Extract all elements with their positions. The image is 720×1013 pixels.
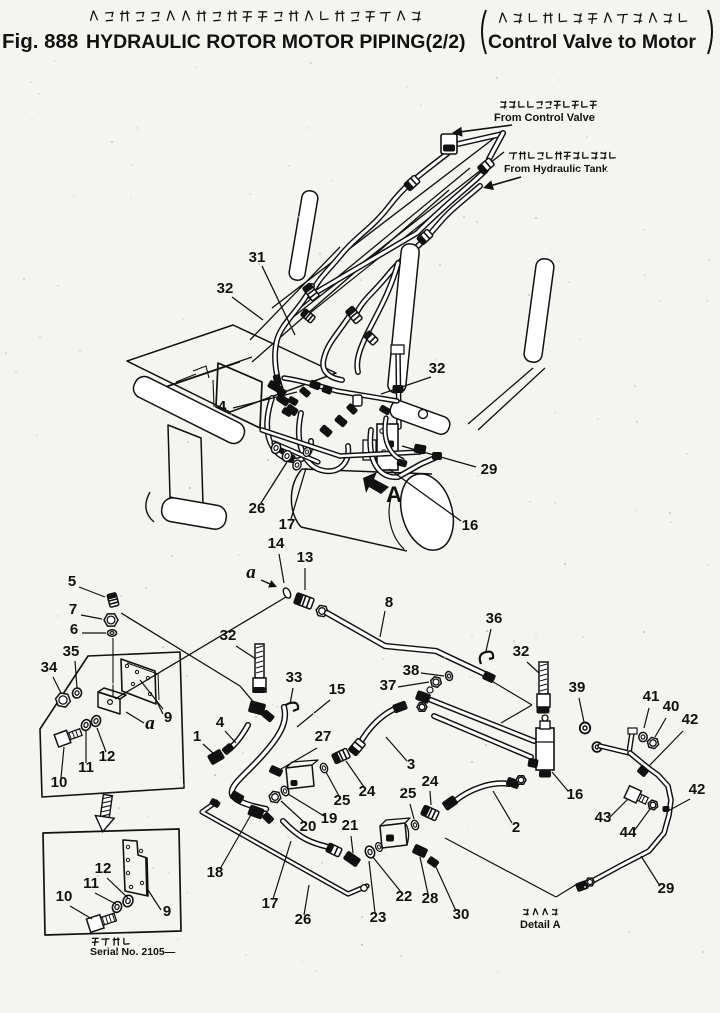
svg-text:41: 41 (643, 688, 660, 705)
svg-text:From Hydraulic Tank: From Hydraulic Tank (504, 163, 608, 175)
svg-text:26: 26 (295, 911, 312, 928)
svg-text:19: 19 (321, 810, 338, 827)
svg-text:22: 22 (396, 888, 413, 905)
svg-text:12: 12 (95, 860, 112, 877)
svg-text:24: 24 (422, 773, 439, 790)
svg-text:32: 32 (429, 360, 446, 377)
svg-text:23: 23 (370, 909, 387, 926)
svg-text:11: 11 (83, 875, 99, 892)
svg-text:39: 39 (569, 679, 586, 696)
svg-text:14: 14 (268, 535, 285, 552)
svg-text:15: 15 (329, 681, 346, 698)
svg-text:32: 32 (513, 643, 530, 660)
svg-text:5: 5 (68, 573, 76, 590)
svg-text:43: 43 (595, 809, 612, 826)
svg-text:31: 31 (249, 249, 266, 266)
svg-text:42: 42 (689, 781, 706, 798)
svg-text:29: 29 (658, 880, 675, 897)
svg-text:a: a (246, 562, 256, 583)
svg-text:Serial No. 2105—: Serial No. 2105— (90, 946, 176, 958)
svg-text:From Control Valve: From Control Valve (494, 112, 595, 124)
svg-text:1: 1 (193, 728, 201, 745)
svg-text:HYDRAULIC ROTOR MOTOR PIPING(2: HYDRAULIC ROTOR MOTOR PIPING(2/2) (86, 31, 466, 53)
svg-text:29: 29 (481, 461, 498, 478)
svg-text:17: 17 (262, 895, 279, 912)
svg-text:36: 36 (486, 610, 503, 627)
svg-text:26: 26 (249, 500, 266, 517)
svg-text:10: 10 (51, 774, 68, 791)
svg-text:9: 9 (164, 709, 172, 726)
svg-text:27: 27 (315, 728, 332, 745)
svg-text:2: 2 (512, 819, 520, 836)
svg-text:28: 28 (422, 890, 439, 907)
svg-text:4: 4 (216, 714, 225, 731)
svg-text:25: 25 (400, 785, 417, 802)
svg-text:Control Valve to Motor: Control Valve to Motor (488, 31, 696, 53)
svg-text:32: 32 (217, 280, 234, 297)
svg-text:10: 10 (56, 888, 73, 905)
svg-text:21: 21 (342, 817, 359, 834)
svg-text:18: 18 (207, 864, 224, 881)
svg-text:6: 6 (70, 621, 78, 638)
svg-text:32: 32 (220, 627, 237, 644)
svg-text:16: 16 (462, 517, 479, 534)
svg-text:33: 33 (286, 669, 303, 686)
svg-text:3: 3 (407, 756, 415, 773)
svg-text:37: 37 (380, 677, 397, 694)
svg-text:30: 30 (453, 906, 470, 923)
svg-text:42: 42 (682, 711, 699, 728)
svg-text:a: a (145, 713, 155, 734)
svg-text:12: 12 (99, 748, 116, 765)
svg-text:35: 35 (63, 643, 80, 660)
svg-text:24: 24 (359, 783, 376, 800)
svg-text:16: 16 (567, 786, 584, 803)
svg-text:38: 38 (403, 662, 420, 679)
svg-text:8: 8 (385, 594, 393, 611)
svg-text:44: 44 (620, 824, 637, 841)
svg-text:7: 7 (69, 601, 77, 618)
svg-text:A: A (386, 482, 402, 507)
svg-text:17: 17 (279, 516, 296, 533)
svg-text:25: 25 (334, 792, 351, 809)
svg-text:Detail A: Detail A (520, 919, 561, 931)
svg-text:4: 4 (218, 398, 227, 415)
svg-text:40: 40 (663, 698, 680, 715)
svg-text:9: 9 (163, 903, 171, 920)
svg-text:11: 11 (78, 759, 94, 776)
svg-text:13: 13 (297, 549, 314, 566)
svg-text:Fig. 888: Fig. 888 (2, 30, 78, 53)
svg-text:34: 34 (41, 659, 58, 676)
